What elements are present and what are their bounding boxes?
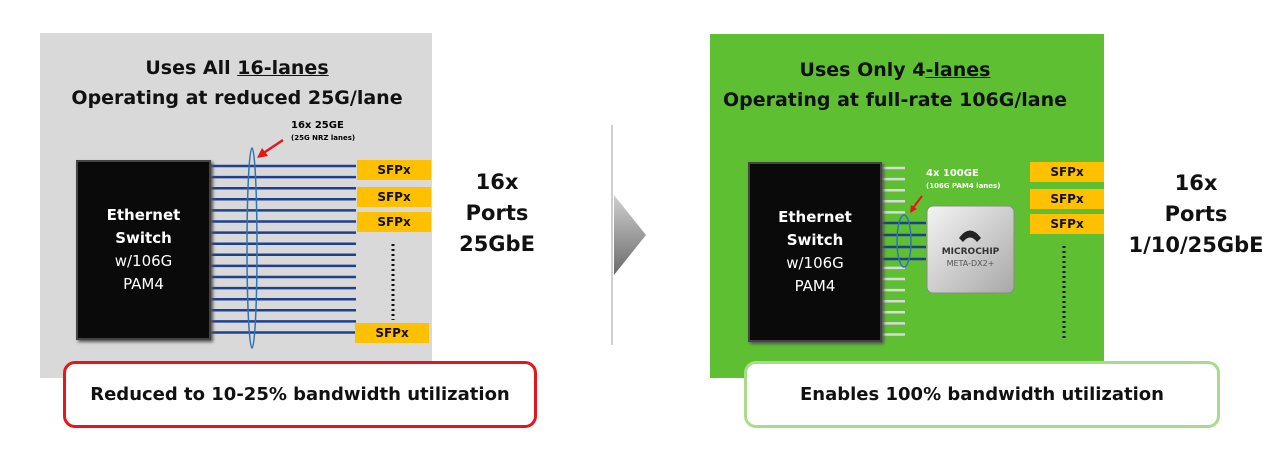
sfp-module: SFPx — [357, 187, 431, 207]
ports-line: Ports — [465, 201, 529, 225]
sfp-module: SFPx — [357, 160, 431, 180]
right-title-underlined: -lanes — [925, 59, 991, 81]
switch-label: Ethernet — [778, 208, 852, 226]
left-title-prefix: Uses All — [145, 57, 238, 79]
sfp-module: SFPx — [355, 323, 429, 343]
right-annotation-title: 4x 100GE — [926, 168, 979, 179]
right-stubs — [882, 166, 905, 336]
left-subtitle: Operating at reduced 25G/lane — [71, 87, 403, 109]
right-ports-label: 16x Ports 1/10/25GbE — [1126, 168, 1266, 261]
right-ethernet-switch: Ethernet Switch w/106G PAM4 — [748, 162, 882, 342]
left-title: Uses All 16-lanes Operating at reduced 2… — [40, 53, 434, 113]
right-lanes — [882, 221, 926, 261]
left-ethernet-switch: Ethernet Switch w/106G PAM4 — [76, 160, 211, 340]
left-arrowhead — [257, 148, 268, 158]
left-title-underlined: 16-lanes — [237, 57, 329, 79]
left-annotation-title: 16x 25GE — [291, 120, 344, 131]
sfp-module: SFPx — [357, 212, 431, 232]
switch-label: Switch — [786, 231, 844, 249]
sfp-module: SFPx — [1030, 189, 1104, 209]
chip-model: META-DX2+ — [946, 259, 995, 268]
left-callout: Reduced to 10-25% bandwidth utilization — [63, 361, 537, 428]
right-title-prefix: Uses Only 4 — [799, 59, 926, 81]
ports-line: Ports — [1164, 202, 1228, 226]
left-lanes — [209, 164, 356, 334]
ports-line: 16x — [475, 170, 519, 194]
ports-line: 25GbE — [459, 232, 535, 256]
switch-label: PAM4 — [794, 277, 836, 295]
left-annotation: 16x 25GE (25G NRZ lanes) — [291, 120, 355, 144]
left-red-arrow — [261, 138, 284, 156]
left-ports-label: 16x Ports 25GbE — [447, 167, 547, 260]
switch-label: Switch — [115, 229, 172, 247]
sfp-module: SFPx — [1030, 214, 1104, 234]
left-lane-group-ellipse — [246, 147, 258, 349]
right-subtitle: Operating at full-rate 106G/lane — [722, 89, 1068, 111]
right-annotation-sub: (106G PAM4 lanes) — [926, 182, 1001, 190]
ports-line: 1/10/25GbE — [1128, 233, 1264, 257]
chip-body — [926, 205, 1015, 294]
ports-line: 16x — [1174, 171, 1218, 195]
left-annotation-sub: (25G NRZ lanes) — [291, 134, 356, 142]
microchip-logo-icon — [959, 230, 981, 242]
right-red-arrow — [912, 195, 923, 209]
switch-label: PAM4 — [123, 275, 164, 293]
switch-label: w/106G — [114, 252, 173, 270]
switch-label: w/106G — [786, 254, 844, 272]
right-title: Uses Only 4-lanes Operating at full-rate… — [698, 55, 1092, 115]
chip-brand: MICROCHIP — [941, 247, 1000, 257]
chevron-right-icon — [614, 195, 646, 275]
sfp-module: SFPx — [1030, 162, 1104, 182]
right-callout: Enables 100% bandwidth utilization — [744, 361, 1220, 428]
right-lane-group-ellipse — [896, 214, 912, 268]
right-arrowhead — [910, 205, 917, 213]
right-annotation: 4x 100GE (106G PAM4 lanes) — [926, 168, 1000, 192]
switch-label: Ethernet — [106, 206, 181, 224]
